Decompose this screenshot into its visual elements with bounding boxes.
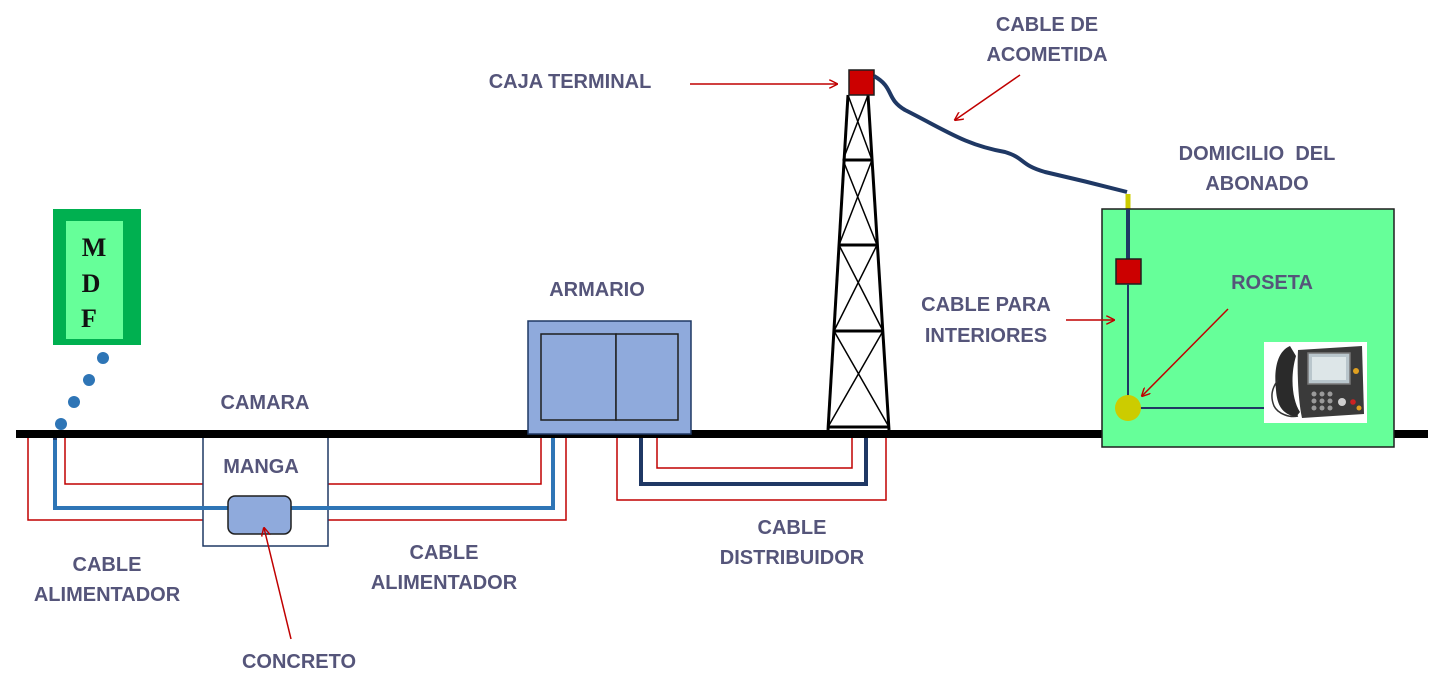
telephone-icon: [1264, 342, 1367, 423]
duct-distribution-inner: [656, 432, 853, 469]
label-armario: ARMARIO: [549, 279, 645, 301]
interior-terminal-box: [1115, 258, 1142, 285]
connection-dot: [83, 374, 95, 386]
label-concreto: CONCRETO: [242, 651, 356, 673]
duct-distribution-outer: [616, 434, 887, 501]
tower-leg-right: [866, 94, 891, 431]
label-camara: CAMARA: [221, 392, 310, 414]
manga-splice-sleeve: [227, 495, 292, 535]
connection-dot: [68, 396, 80, 408]
label-cable-alimentador-mid-line1: CABLE: [410, 542, 479, 564]
label-domicilio-line2: ABONADO: [1205, 173, 1308, 195]
mdf-letter-d: D: [82, 269, 101, 298]
pole-tower: [826, 94, 891, 431]
label-caja-terminal: CAJA TERMINAL: [489, 71, 652, 93]
roseta-outlet: [1115, 395, 1141, 421]
arrow-acometida: [955, 74, 1021, 120]
label-roseta: ROSETA: [1231, 272, 1313, 294]
label-cable-acometida-line1: CABLE DE: [996, 14, 1098, 36]
label-domicilio-line1: DOMICILIO DEL: [1179, 143, 1336, 165]
underground-ducts: [27, 432, 887, 521]
tower-crossbars: [828, 158, 889, 429]
mdf-letter-f: F: [81, 304, 97, 333]
distribution-cable: [639, 434, 868, 486]
armario-door-left: [540, 333, 617, 421]
duct-left-outer: [27, 434, 203, 521]
label-cable-distribuidor-line1: CABLE: [758, 517, 827, 539]
caja-terminal-box: [848, 69, 875, 96]
acometida-cable: [872, 74, 1128, 194]
tower-leg-left: [826, 94, 850, 431]
mdf-letter-m: M: [82, 233, 107, 262]
label-cable-interiores-line2: INTERIORES: [925, 325, 1047, 347]
mdf-frame: M D F: [53, 209, 141, 345]
arrow-roseta: [1142, 308, 1229, 396]
duct-left-inner: [64, 434, 203, 485]
ground-line: [16, 430, 1428, 438]
label-cable-acometida-line2: ACOMETIDA: [986, 44, 1107, 66]
armario-cabinet: [527, 320, 692, 435]
armario-door-right: [615, 333, 679, 421]
mdf-connection-dots: [55, 352, 109, 430]
label-manga: MANGA: [223, 456, 299, 478]
arrow-concreto: [264, 528, 292, 640]
annotation-arrows: [264, 74, 1229, 640]
mdf-inner-box: [66, 221, 123, 339]
connection-dot: [97, 352, 109, 364]
tower-bracing: [827, 94, 890, 428]
label-cable-distribuidor-line2: DISTRIBUIDOR: [720, 547, 865, 569]
label-cable-alimentador-left-line2: ALIMENTADOR: [34, 584, 181, 606]
feeder-cable: [53, 434, 555, 510]
label-cable-alimentador-mid-line2: ALIMENTADOR: [371, 572, 518, 594]
label-cable-interiores-line1: CABLE PARA: [921, 294, 1051, 316]
duct-mid-inner: [328, 434, 542, 485]
label-cable-alimentador-left-line1: CABLE: [73, 554, 142, 576]
connection-dot: [55, 418, 67, 430]
duct-mid-outer: [328, 434, 567, 521]
